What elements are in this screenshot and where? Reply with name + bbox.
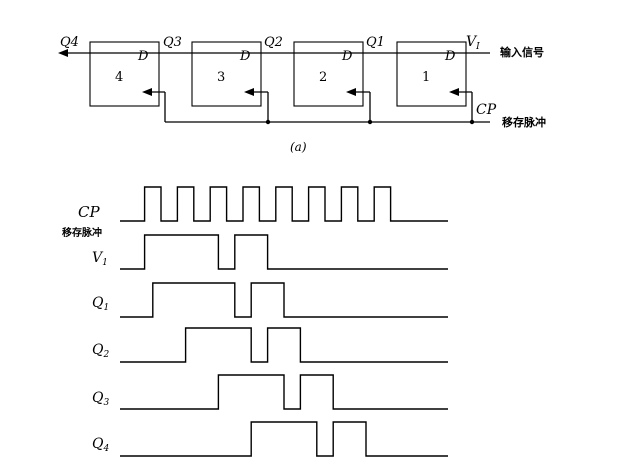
clock-arrow-icon	[449, 88, 459, 96]
output-arrow-icon	[58, 49, 68, 57]
block-number: 2	[319, 70, 327, 85]
input-label: VI	[466, 34, 480, 52]
clock-arrow-icon	[244, 88, 254, 96]
cp-sub-label: 移存脉冲	[62, 226, 102, 239]
d-label: D	[444, 49, 456, 64]
d-label: D	[137, 49, 149, 64]
signal-label-q1: Q1	[92, 295, 109, 313]
circuit: D D D D 4 3 2 1 Q4 Q3 Q2 Q1 VI 输入信号 CP 移…	[58, 34, 546, 154]
junction-dot	[265, 119, 271, 125]
clock-label: CP	[476, 102, 497, 118]
signal-label-q4: Q4	[92, 436, 109, 454]
waveform-q2	[120, 327, 448, 363]
output-label-q1: Q1	[366, 35, 385, 50]
junction-dot	[469, 119, 475, 125]
d-label: D	[239, 49, 251, 64]
waveform-q4	[120, 421, 448, 457]
flip-flop-1	[396, 41, 467, 107]
timing-diagram: CP 移存脉冲 V1 Q1 Q2 Q3 Q4	[62, 186, 448, 457]
clock-pulse-label: 移存脉冲	[502, 115, 546, 129]
waveform-v1	[120, 234, 448, 270]
cp-label: CP	[78, 203, 100, 221]
flip-flop-2	[293, 41, 364, 107]
block-number: 3	[217, 70, 225, 85]
waveform-cp	[120, 186, 448, 222]
junction-dot	[367, 119, 373, 125]
block-number: 1	[422, 70, 430, 85]
input-signal-label: 输入信号	[500, 45, 544, 59]
output-label-q3: Q3	[163, 35, 182, 50]
clock-arrow-icon	[142, 88, 152, 96]
output-label-q4: Q4	[60, 35, 79, 50]
flip-flop-3	[191, 41, 262, 107]
clock-arrow-icon	[346, 88, 356, 96]
signal-label-q3: Q3	[92, 390, 109, 408]
d-label: D	[341, 49, 353, 64]
signal-label-q2: Q2	[92, 342, 109, 360]
waveform-q3	[120, 374, 448, 410]
output-label-q2: Q2	[264, 35, 283, 50]
signal-label-v1: V1	[92, 250, 108, 268]
waveform-q1	[120, 282, 448, 318]
caption: (a)	[290, 140, 307, 154]
flip-flop-4	[89, 41, 160, 107]
block-number: 4	[115, 70, 123, 85]
